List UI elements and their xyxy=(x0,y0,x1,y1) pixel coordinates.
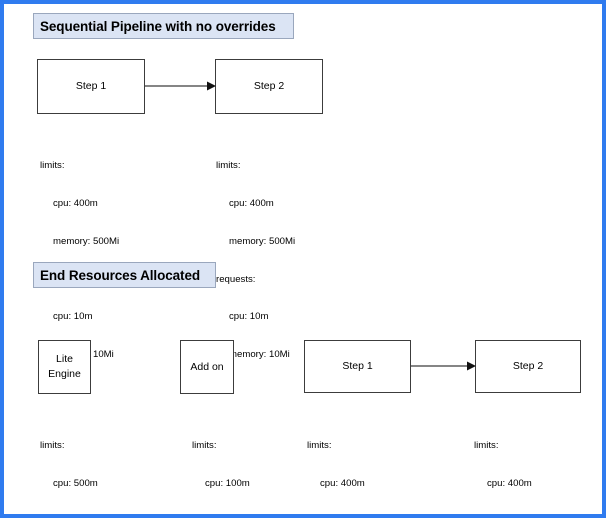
limits-cpu: cpu: 400m xyxy=(487,477,532,489)
node-add-on[interactable]: Add on xyxy=(180,340,234,394)
limits-cpu: cpu: 400m xyxy=(320,477,365,489)
limits-cpu: cpu: 500m xyxy=(53,477,98,489)
resource-block-step2-row2: limits: cpu: 400m memory: 500Mi requests… xyxy=(474,415,553,514)
node-label: Step 1 xyxy=(75,80,107,92)
requests-memory: memory: 10Mi xyxy=(229,349,290,361)
limits-memory: memory: 500Mi xyxy=(53,235,120,247)
node-label: Step 2 xyxy=(512,360,544,372)
resource-block-step2-row1: limits: cpu: 400m memory: 500Mi requests… xyxy=(216,135,295,387)
arrow-step1-to-step2-row2 xyxy=(411,361,476,371)
limits-memory: memory: 500Mi xyxy=(229,235,296,247)
limits-cpu: cpu: 100m xyxy=(205,477,250,489)
section-header-label: Sequential Pipeline with no overrides xyxy=(40,18,276,34)
limits-label: limits: xyxy=(40,160,65,172)
limits-label: limits: xyxy=(216,160,241,172)
limits-cpu: cpu: 400m xyxy=(53,197,98,209)
resource-block-lite-engine: limits: cpu: 500m memory: 600Mi requests… xyxy=(40,415,119,514)
limits-label: limits: xyxy=(40,440,65,452)
section-header-label: End Resources Allocated xyxy=(40,267,200,283)
resource-block-step1-row2: limits: cpu: 400m memory: 500Mi requests… xyxy=(307,415,386,514)
requests-cpu: cpu: 10m xyxy=(229,311,269,323)
limits-cpu: cpu: 400m xyxy=(229,197,274,209)
node-step-1-row2[interactable]: Step 1 xyxy=(304,340,411,393)
node-label-line2: Engine xyxy=(48,368,81,380)
requests-cpu: cpu: 10m xyxy=(53,311,93,323)
node-label: Add on xyxy=(190,360,224,373)
resource-block-add-on: limits: cpu: 100m memory: 100Mi requests… xyxy=(192,415,271,514)
requests-label: requests: xyxy=(216,273,256,285)
node-step-2-row1[interactable]: Step 2 xyxy=(215,59,323,114)
node-label-line1: Lite xyxy=(56,353,73,365)
node-label: Step 2 xyxy=(253,80,285,92)
limits-label: limits: xyxy=(474,440,499,452)
section-header-end-resources-allocated: End Resources Allocated xyxy=(33,262,216,288)
section-header-sequential-pipeline: Sequential Pipeline with no overrides xyxy=(33,13,294,39)
limits-label: limits: xyxy=(192,440,217,452)
node-step-1-row1[interactable]: Step 1 xyxy=(37,59,145,114)
node-lite-engine[interactable]: Lite Engine xyxy=(38,340,91,394)
node-step-2-row2[interactable]: Step 2 xyxy=(475,340,581,393)
limits-label: limits: xyxy=(307,440,332,452)
node-label: Step 1 xyxy=(342,360,373,372)
arrow-step1-to-step2-row1 xyxy=(145,81,216,91)
